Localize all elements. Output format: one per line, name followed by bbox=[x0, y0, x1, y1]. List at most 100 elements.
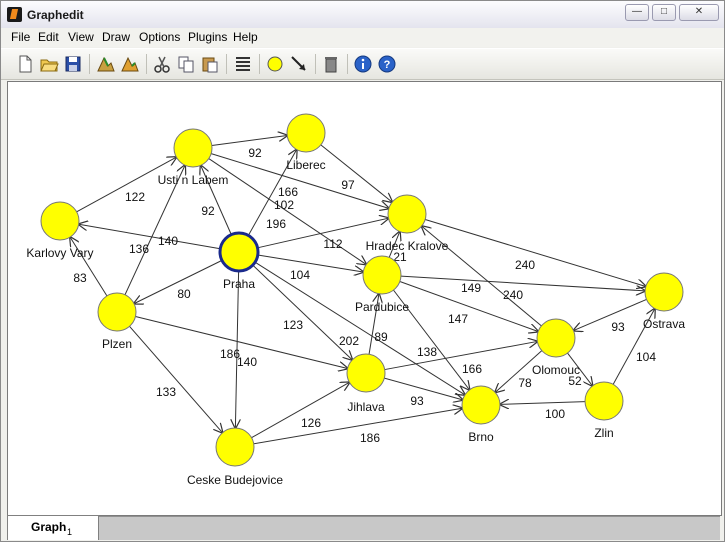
delete-icon[interactable] bbox=[321, 54, 341, 74]
export-graph-icon[interactable] bbox=[120, 54, 140, 74]
menu-draw[interactable]: Draw bbox=[102, 30, 131, 44]
node-brno[interactable]: Brno bbox=[461, 385, 501, 444]
edge-weight-label: 240 bbox=[515, 258, 535, 272]
edge-weight-label: 52 bbox=[568, 374, 582, 388]
edge-usti-liberec[interactable] bbox=[211, 136, 287, 146]
edge-pardubice-ostrava[interactable] bbox=[400, 275, 645, 291]
maximize-button[interactable]: □ bbox=[652, 4, 676, 21]
edge-plzen-karlovy[interactable] bbox=[70, 237, 108, 297]
edge-karlovy-usti[interactable] bbox=[76, 157, 177, 213]
cut-icon[interactable] bbox=[152, 54, 172, 74]
node-circle[interactable] bbox=[215, 427, 255, 467]
edge-praha-ceske[interactable] bbox=[235, 270, 238, 428]
title-bar[interactable]: Graphedit — □ ✕ bbox=[1, 1, 724, 29]
close-button[interactable]: ✕ bbox=[679, 4, 719, 21]
menu-plugins[interactable]: Plugins bbox=[188, 30, 228, 44]
edge-olomouc-hradec[interactable] bbox=[422, 226, 542, 327]
edge-ceske-brno[interactable] bbox=[253, 408, 463, 445]
node-circle[interactable] bbox=[584, 381, 624, 421]
node-circle[interactable] bbox=[644, 272, 684, 312]
node-circle[interactable] bbox=[40, 201, 80, 241]
node-circle[interactable] bbox=[173, 128, 213, 168]
edge-weight-label: 140 bbox=[237, 355, 257, 369]
node-hradec[interactable]: Hradec Kralove bbox=[366, 194, 449, 253]
edge-plzen-usti[interactable] bbox=[124, 165, 185, 295]
copy-icon[interactable] bbox=[176, 54, 196, 74]
minimize-button[interactable]: — bbox=[625, 4, 649, 21]
edge-hradec-ostrava[interactable] bbox=[425, 219, 646, 287]
edge-praha-usti[interactable] bbox=[201, 165, 232, 235]
edge-jihlava-olomouc[interactable] bbox=[384, 341, 538, 371]
node-circle[interactable] bbox=[346, 353, 386, 393]
menu-file[interactable]: File bbox=[11, 30, 31, 44]
edge-weight-label: 104 bbox=[290, 268, 310, 282]
edge-usti-hradec[interactable] bbox=[211, 153, 389, 209]
edge-weight-label: 78 bbox=[518, 376, 532, 390]
table-icon[interactable] bbox=[233, 54, 253, 74]
edge-olomouc-zlin[interactable] bbox=[567, 352, 593, 386]
edge-jihlava-brno[interactable] bbox=[384, 377, 462, 400]
node-ceske[interactable]: Ceske Budejovice bbox=[187, 427, 283, 487]
edge-praha-karlovy[interactable] bbox=[79, 224, 221, 250]
node-pardubice[interactable]: Pardubice bbox=[355, 255, 409, 314]
edge-weight-label: 147 bbox=[448, 312, 468, 326]
node-plzen[interactable]: Plzen bbox=[97, 292, 137, 351]
node-circle[interactable] bbox=[461, 385, 501, 425]
edge-pardubice-brno[interactable] bbox=[393, 289, 470, 390]
edge-plzen-ceske[interactable] bbox=[129, 325, 223, 432]
new-file-icon[interactable] bbox=[15, 54, 35, 74]
edge-praha-hradec[interactable] bbox=[257, 218, 389, 249]
edge-olomouc-brno[interactable] bbox=[495, 350, 543, 393]
edge-weight-label: 102 bbox=[274, 198, 294, 212]
node-ostrava[interactable]: Ostrava bbox=[643, 272, 685, 331]
tab-graph[interactable]: Graph 1 bbox=[7, 515, 99, 540]
node-olomouc[interactable]: Olomouc bbox=[532, 318, 580, 377]
edge-praha-jihlava[interactable] bbox=[252, 264, 352, 360]
info-icon[interactable] bbox=[353, 54, 373, 74]
edge-ostrava-olomouc[interactable] bbox=[573, 298, 647, 330]
node-zlin[interactable]: Zlin bbox=[584, 381, 624, 440]
paste-icon[interactable] bbox=[200, 54, 220, 74]
node-label: Hradec Kralove bbox=[366, 239, 449, 253]
node-circle[interactable] bbox=[536, 318, 576, 358]
edge-plzen-jihlava[interactable] bbox=[135, 316, 347, 369]
node-circle[interactable] bbox=[286, 113, 326, 153]
import-graph-icon[interactable] bbox=[96, 54, 116, 74]
help-icon[interactable]: ? bbox=[377, 54, 397, 74]
node-usti[interactable]: Usti n Labem bbox=[158, 128, 229, 187]
node-circle[interactable] bbox=[97, 292, 137, 332]
node-praha[interactable]: Praha bbox=[218, 231, 260, 291]
edge-praha-brno[interactable] bbox=[254, 261, 465, 395]
edge-zlin-ostrava[interactable] bbox=[612, 309, 655, 385]
edge-pardubice-hradec[interactable] bbox=[388, 232, 400, 258]
draw-node-icon[interactable] bbox=[265, 54, 285, 74]
edge-weight-label: 80 bbox=[177, 287, 191, 301]
open-folder-icon[interactable] bbox=[39, 54, 59, 74]
edge-liberec-hradec[interactable] bbox=[320, 144, 392, 202]
node-label: Jihlava bbox=[347, 400, 385, 414]
menu-edit[interactable]: Edit bbox=[38, 30, 59, 44]
edge-ceske-jihlava[interactable] bbox=[251, 382, 350, 439]
node-circle[interactable] bbox=[218, 231, 260, 273]
node-karlovy[interactable]: Karlovy Vary bbox=[26, 201, 94, 260]
save-icon[interactable] bbox=[63, 54, 83, 74]
edge-praha-plzen[interactable] bbox=[134, 259, 223, 303]
menu-options[interactable]: Options bbox=[139, 30, 181, 44]
edge-zlin-brno[interactable] bbox=[500, 402, 586, 405]
edge-praha-pardubice[interactable] bbox=[257, 254, 363, 272]
draw-edge-icon[interactable] bbox=[289, 54, 309, 74]
edge-usti-pardubice[interactable] bbox=[208, 158, 366, 265]
node-circle[interactable] bbox=[387, 194, 427, 234]
node-label: Praha bbox=[223, 277, 255, 291]
node-circle[interactable] bbox=[362, 255, 402, 295]
menu-help[interactable]: Help bbox=[233, 30, 258, 44]
edge-jihlava-pardubice[interactable] bbox=[368, 294, 379, 355]
node-jihlava[interactable]: Jihlava bbox=[346, 353, 386, 414]
edge-praha-liberec[interactable] bbox=[247, 150, 296, 236]
edge-pardubice-olomouc[interactable] bbox=[399, 280, 538, 331]
node-liberec[interactable]: Liberec bbox=[286, 113, 326, 172]
edge-weight-label: 83 bbox=[73, 271, 87, 285]
menu-view[interactable]: View bbox=[68, 30, 94, 44]
